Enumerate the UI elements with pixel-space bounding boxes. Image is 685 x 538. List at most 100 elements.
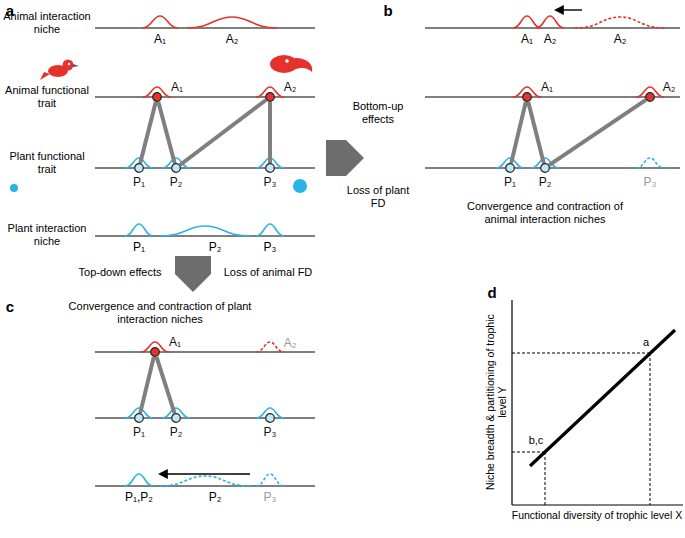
point-dot xyxy=(266,93,275,102)
plant-trait-point: P₁ xyxy=(505,163,515,173)
point-label: A₁ xyxy=(169,336,181,350)
niche-curve xyxy=(160,476,250,486)
point-label: P₃ xyxy=(264,426,277,440)
point-marker xyxy=(134,413,144,423)
figure-label: A₂ xyxy=(226,33,239,47)
panel-letter: c xyxy=(6,298,14,315)
guide-line xyxy=(545,452,546,505)
large-seed xyxy=(293,179,307,193)
small-bird xyxy=(40,60,79,81)
figure-label: b,c xyxy=(529,434,544,447)
point-marker xyxy=(645,92,655,102)
plant-trait-point: P₂ xyxy=(171,413,181,423)
niche-curve xyxy=(125,224,153,236)
figure-label: Bottom-up effects xyxy=(338,100,418,125)
point-dot xyxy=(523,93,532,102)
point-marker xyxy=(171,163,181,173)
point-dot xyxy=(646,93,655,102)
interaction-link xyxy=(268,102,272,163)
niche-curve xyxy=(125,474,153,486)
bird-eye xyxy=(285,59,289,63)
niche-curve xyxy=(575,17,665,28)
niche-curve xyxy=(256,342,284,352)
bird-beak xyxy=(295,58,312,72)
point-marker xyxy=(505,163,515,173)
point-marker xyxy=(134,163,144,173)
figure-label: A₂ xyxy=(284,337,297,351)
bird-eye xyxy=(68,63,70,65)
point-dot xyxy=(172,414,181,423)
figure-label: Plant interaction niche xyxy=(1,222,93,247)
point-dot xyxy=(541,164,550,173)
point-dot xyxy=(506,164,515,173)
panel-letter: d xyxy=(487,284,496,301)
point-dot xyxy=(266,164,275,173)
point-marker xyxy=(265,163,275,173)
point-label: A₁ xyxy=(171,81,183,95)
shift-arrow xyxy=(160,473,250,474)
large-bird xyxy=(270,55,312,73)
point-dot xyxy=(151,348,160,357)
plant-trait-point: P₁ xyxy=(134,413,144,423)
trait-axes xyxy=(95,28,680,486)
point-label: A₁ xyxy=(541,81,553,95)
point-marker xyxy=(522,92,532,102)
axis-line xyxy=(95,351,315,352)
figure-label: P₁ xyxy=(133,241,145,255)
interaction-link xyxy=(157,357,175,413)
point-dot xyxy=(266,414,275,423)
figure-label: P₁,P₂ xyxy=(125,491,153,505)
interaction-link xyxy=(180,100,266,165)
niche-curve xyxy=(142,16,178,28)
figure-label: A₁ xyxy=(521,33,533,47)
animal-trait-point: A₁ xyxy=(152,92,162,102)
niche-curve xyxy=(513,16,541,28)
figure-label: P₂ xyxy=(209,491,222,505)
point-marker xyxy=(540,163,550,173)
point-label: P₁ xyxy=(133,426,145,440)
guide-line xyxy=(512,452,545,453)
trend-line xyxy=(530,330,675,466)
point-marker xyxy=(171,413,181,423)
point-dot xyxy=(153,93,162,102)
plant-trait-point: P₃ xyxy=(265,413,275,423)
axis-title: Niche breadth & partitioning of trophic … xyxy=(484,302,508,502)
figure-label: A₂ xyxy=(614,33,627,47)
animal-trait-point: A₂ xyxy=(645,92,655,102)
relation-chart xyxy=(512,300,683,505)
figure-label: Top-down effects xyxy=(70,266,170,279)
point-label: P₂ xyxy=(170,426,183,440)
figure-label: Functional diversity of trophic level X xyxy=(510,509,685,521)
axis-line xyxy=(95,27,315,28)
point-label: A₂ xyxy=(663,81,676,95)
point-label: P₃ xyxy=(264,176,277,190)
figure-label: P₃ xyxy=(644,176,657,190)
figure-label: Convergence and contraction of plant int… xyxy=(65,300,255,325)
niche-curve xyxy=(536,16,564,28)
axis-line xyxy=(425,27,680,28)
interaction-link xyxy=(549,100,646,165)
plant-trait-point: P₂ xyxy=(540,163,550,173)
interaction-link xyxy=(140,357,154,413)
figure-label: Loss of animal FD xyxy=(216,266,321,279)
figure-label: a xyxy=(643,336,649,349)
guide-line xyxy=(512,353,650,354)
point-marker xyxy=(265,92,275,102)
y-axis xyxy=(511,300,512,505)
point-dot xyxy=(172,164,181,173)
niche-curve xyxy=(160,226,250,236)
interaction-link xyxy=(528,102,544,163)
effect-arrow xyxy=(326,140,364,176)
bird-beak xyxy=(73,64,79,67)
plant-trait-point: P₁ xyxy=(134,163,144,173)
figure-label: Plant functional trait xyxy=(1,150,93,175)
niche-curve xyxy=(256,474,284,486)
point-dot xyxy=(135,414,144,423)
panel-letter: b xyxy=(383,2,392,19)
point-marker xyxy=(150,347,160,357)
point-marker xyxy=(152,92,162,102)
bird-tail xyxy=(40,72,50,80)
animal-trait-point: A₂ xyxy=(265,92,275,102)
point-label: P₁ xyxy=(133,176,145,190)
bird-head xyxy=(63,60,74,71)
